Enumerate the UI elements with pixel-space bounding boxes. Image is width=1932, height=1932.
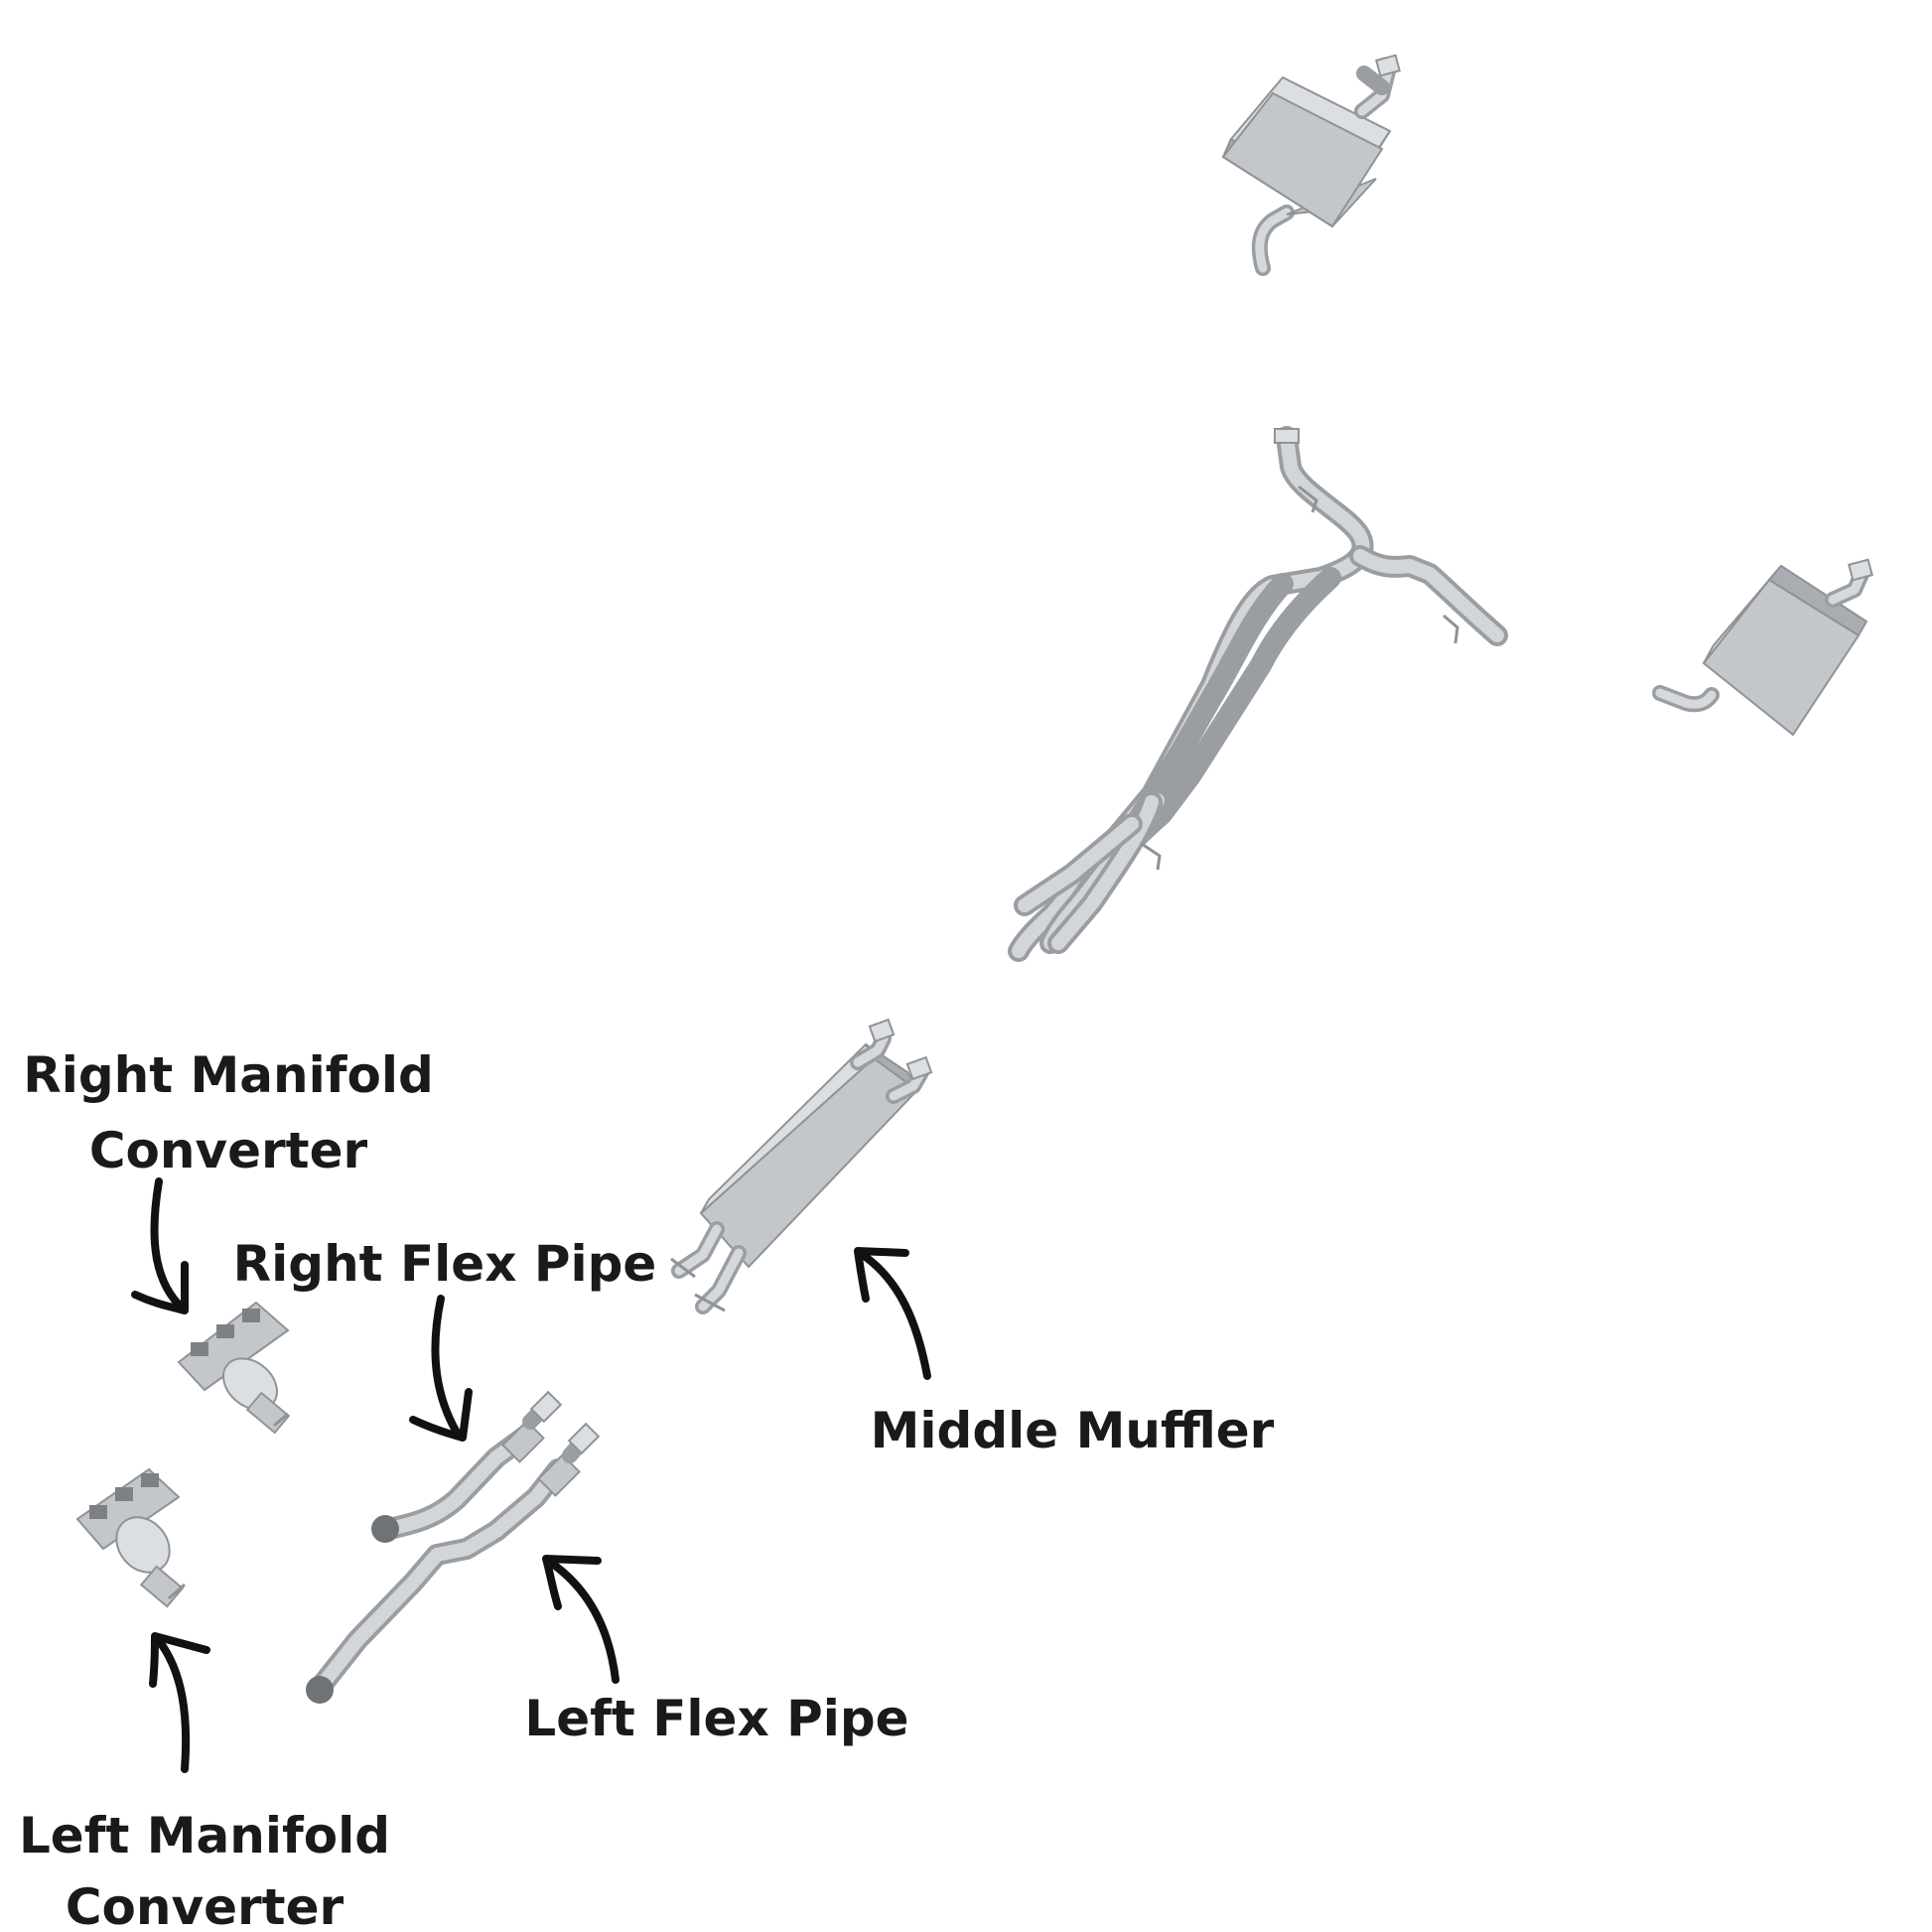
left-manifold-converter — [75, 1467, 186, 1608]
left-manifold-converter-label-line1: Left Manifold — [19, 1807, 390, 1864]
right-manifold-converter — [177, 1301, 291, 1435]
left-flex-pipe — [306, 1422, 601, 1704]
left-flex-pipe-label: Left Flex Pipe — [524, 1690, 908, 1747]
middle-muffler — [670, 1018, 933, 1314]
right-manifold-converter-label-line1: Right Manifold — [23, 1046, 434, 1104]
right-flex-pipe — [371, 1390, 563, 1543]
left-flex-pipe-arrow — [542, 1555, 620, 1684]
left-manifold-converter-label-line2: Converter — [66, 1878, 345, 1932]
right-flex-pipe-label: Right Flex Pipe — [233, 1235, 657, 1293]
middle-muffler-arrow — [854, 1247, 931, 1380]
right-manifold-converter-arrow — [131, 1177, 189, 1314]
middle-muffler-label: Middle Muffler — [871, 1402, 1275, 1459]
top-rear-muffler — [1221, 54, 1401, 276]
right-rear-muffler — [1652, 558, 1873, 737]
left-manifold-converter-arrow — [149, 1632, 210, 1773]
right-flex-pipe-arrow — [409, 1295, 473, 1442]
right-manifold-converter-label-line2: Converter — [89, 1122, 368, 1179]
intermediate-y-pipe — [1008, 426, 1508, 962]
